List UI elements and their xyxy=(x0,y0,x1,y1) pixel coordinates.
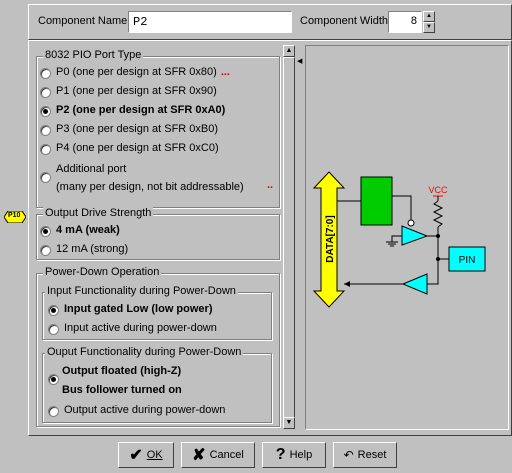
options-scrollbar[interactable]: ▲ ▼ xyxy=(283,45,295,429)
reset-button[interactable]: ↶ Reset xyxy=(333,442,397,468)
port-type-p2[interactable]: P2 (one per design at SFR 0xA0) xyxy=(40,104,225,117)
pin-label: PIN xyxy=(459,255,476,266)
width-spin-down[interactable]: ▼ xyxy=(423,22,435,33)
options-panel: 8032 PIO Port Type P0 (one per design at… xyxy=(32,44,282,430)
component-width-label: Component Width xyxy=(300,15,389,27)
question-icon: ? xyxy=(275,446,286,463)
radio-icon xyxy=(48,305,59,316)
output-active[interactable]: Output active during power-down xyxy=(48,404,225,417)
cancel-button-label: Cancel xyxy=(209,449,244,461)
component-name-label: Component Name xyxy=(38,15,128,27)
drive-strength-title: Output Drive Strength xyxy=(43,207,154,219)
ok-button[interactable]: ✔ OK xyxy=(118,442,174,468)
data-bus-label: DATA[7:0] xyxy=(325,215,336,262)
input-gated-low[interactable]: Input gated Low (low power) xyxy=(48,303,212,316)
help-button[interactable]: ? Help xyxy=(262,442,326,468)
buffer-ground-wire xyxy=(391,235,402,242)
vcc-label: VCC xyxy=(428,185,448,195)
output-buffer-icon xyxy=(401,225,429,246)
output-power-down-group: Ouput Functionality during Power-Down xyxy=(42,346,272,423)
component-name-value: P2 xyxy=(133,15,148,29)
scroll-up-button[interactable]: ▲ xyxy=(283,45,295,57)
diagram-panel: DATA[7:0] VCC PIN xyxy=(305,45,509,430)
scroll-thumb[interactable] xyxy=(283,57,295,419)
radio-icon xyxy=(48,374,59,385)
radio-icon xyxy=(40,226,51,237)
port-type-p1[interactable]: P1 (one per design at SFR 0x90) xyxy=(40,85,217,98)
output-power-down-title: Ouput Functionality during Power-Down xyxy=(45,346,244,358)
drive-strength-group: Output Drive Strength xyxy=(36,207,280,260)
input-buffer-icon xyxy=(401,273,428,295)
input-power-down-group: Input Functionality during Power-Down xyxy=(42,285,272,340)
input-power-down-title: Input Functionality during Power-Down xyxy=(45,285,238,297)
pin-tag-shape xyxy=(4,211,26,223)
data-bus-arrow xyxy=(312,171,346,308)
power-down-group: Power-Down Operation xyxy=(36,266,280,427)
input-active[interactable]: Input active during power-down xyxy=(48,322,217,335)
pin-block xyxy=(448,246,486,272)
radio-icon xyxy=(40,245,51,256)
component-width-input[interactable]: 8 xyxy=(388,11,422,33)
radio-icon xyxy=(40,125,51,136)
radio-icon xyxy=(40,172,51,183)
latch-block xyxy=(360,176,393,226)
radio-icon xyxy=(48,324,59,335)
splitter-handle[interactable]: ◀ xyxy=(296,45,304,429)
port-type-additional[interactable]: Additional port (many per design, not bi… xyxy=(40,162,276,198)
width-spin-up[interactable]: ▲ xyxy=(423,11,435,22)
drive-12ma[interactable]: 12 mA (strong) xyxy=(40,243,128,256)
radio-icon xyxy=(40,106,51,117)
port-type-p4[interactable]: P4 (one per design at SFR 0xC0) xyxy=(40,142,219,155)
pullup-resistor-icon xyxy=(432,200,444,228)
x-icon: ✘ xyxy=(192,447,206,464)
ok-button-label: OK xyxy=(146,449,163,461)
splitter-arrow-icon: ◀ xyxy=(297,58,303,65)
input-arrowhead-icon xyxy=(344,281,350,287)
power-down-title: Power-Down Operation xyxy=(43,266,162,278)
undo-icon: ↶ xyxy=(343,448,354,462)
port-type-group: 8032 PIO Port Type xyxy=(36,49,280,208)
pin-tag-label: P10 xyxy=(8,212,21,219)
radio-icon xyxy=(40,144,51,155)
enable-bubble xyxy=(407,219,415,227)
checkmark-icon: ✔ xyxy=(129,447,143,464)
help-button-label: Help xyxy=(289,449,313,461)
radio-icon xyxy=(40,68,51,79)
cancel-button[interactable]: ✘ Cancel xyxy=(181,442,255,468)
reset-button-label: Reset xyxy=(357,449,387,461)
radio-icon xyxy=(40,87,51,98)
component-name-input[interactable]: P2 xyxy=(128,11,292,33)
drive-4ma[interactable]: 4 mA (weak) xyxy=(40,224,120,237)
port-type-p0[interactable]: P0 (one per design at SFR 0x80) ... xyxy=(40,66,230,79)
radio-icon xyxy=(48,406,59,417)
port-type-title: 8032 PIO Port Type xyxy=(43,49,144,61)
port-diagram: DATA[7:0] VCC PIN xyxy=(312,171,486,308)
output-floated[interactable]: Output floated (high-Z) Bus follower tur… xyxy=(48,364,268,400)
latch-output-wire xyxy=(392,195,412,220)
scroll-down-button[interactable]: ▼ xyxy=(283,417,295,429)
port-type-p3[interactable]: P3 (one per design at SFR 0xB0) xyxy=(40,123,218,136)
input-buffer-wire xyxy=(427,281,439,285)
component-width-value: 8 xyxy=(410,15,417,27)
